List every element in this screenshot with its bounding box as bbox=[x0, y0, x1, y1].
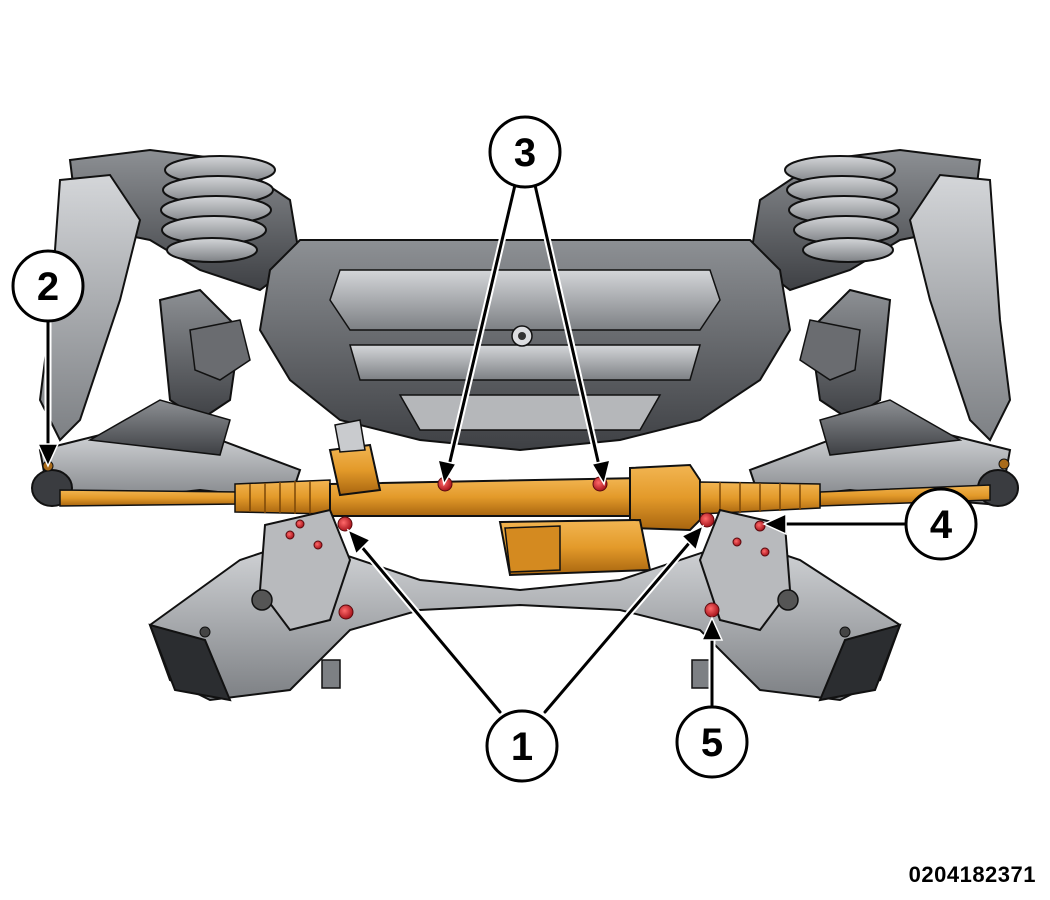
callout-1: 1 bbox=[485, 709, 559, 783]
callout-arrowheads bbox=[36, 443, 787, 641]
steering-gear bbox=[59, 419, 991, 577]
front-subframe bbox=[148, 508, 902, 702]
arrowhead-3a bbox=[436, 459, 458, 486]
arrowhead-4 bbox=[762, 512, 787, 536]
callout-2-label: 2 bbox=[37, 265, 59, 309]
callout-4: 4 bbox=[904, 487, 978, 561]
arrowhead-1b bbox=[680, 524, 705, 552]
callout-leaders bbox=[44, 181, 909, 716]
arrowhead-3b bbox=[590, 459, 612, 486]
arrowhead-1a bbox=[346, 528, 372, 556]
leader-1 bbox=[352, 531, 700, 716]
upper-suspension-right bbox=[748, 148, 1012, 442]
figure-number: 0204182371 bbox=[908, 862, 1036, 887]
callout-5: 5 bbox=[675, 705, 749, 779]
coil-spring-right bbox=[784, 155, 900, 263]
arrowhead-2 bbox=[36, 443, 60, 468]
callout-1-label: 1 bbox=[511, 725, 533, 769]
crossmember bbox=[258, 239, 792, 452]
callout-2: 2 bbox=[11, 249, 85, 323]
fastener-group bbox=[285, 476, 770, 620]
callout-3: 3 bbox=[488, 115, 562, 189]
coil-spring-left bbox=[160, 155, 276, 263]
upper-suspension-left bbox=[38, 148, 302, 442]
arrowhead-5 bbox=[700, 616, 724, 641]
leader-3 bbox=[444, 181, 604, 474]
callout-4-label: 4 bbox=[930, 503, 953, 547]
callout-3-label: 3 bbox=[514, 131, 536, 175]
callout-5-label: 5 bbox=[701, 721, 723, 765]
